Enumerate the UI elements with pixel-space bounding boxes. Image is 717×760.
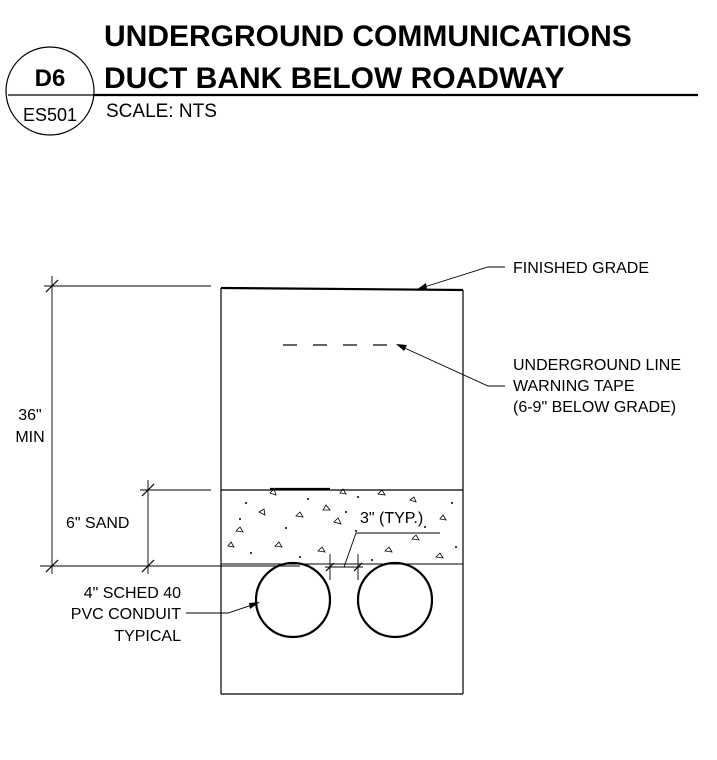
depth-dimension-36: 36" MIN [15, 276, 300, 574]
title-line-1: UNDERGROUND COMMUNICATIONS [104, 20, 632, 53]
title-line-2: DUCT BANK BELOW ROADWAY [104, 62, 565, 95]
sheet-number: ES501 [23, 105, 77, 125]
detail-bubble [5, 46, 95, 136]
sand-aggregate [227, 488, 457, 561]
warning-tape-line-2: WARNING TAPE [513, 378, 635, 395]
trench [220, 286, 464, 695]
depth-min-label: MIN [15, 429, 44, 446]
finished-grade-line [220, 286, 464, 292]
conduit-line-1: 4" SCHED 40 [84, 585, 181, 602]
conduit-right [356, 561, 434, 639]
conduit-line-3: TYPICAL [114, 628, 181, 645]
warning-tape-line-1: UNDERGROUND LINE [513, 357, 681, 374]
sand-dimension-6: 6" SAND [66, 480, 211, 574]
scale-label: SCALE: NTS [106, 101, 217, 122]
conduit-callout: 4" SCHED 40 PVC CONDUIT TYPICAL [71, 585, 260, 645]
warning-tape-line-3: (6-9" BELOW GRADE) [513, 399, 676, 416]
title-block: D6 ES501 UNDERGROUND COMMUNICATIONS DUCT… [5, 20, 698, 136]
finished-grade-label: FINISHED GRADE [513, 260, 649, 277]
warning-tape-callout: UNDERGROUND LINE WARNING TAPE (6-9" BELO… [396, 344, 681, 416]
depth-36-label: 36" [18, 407, 41, 424]
conduit-line-2: PVC CONDUIT [71, 606, 181, 623]
finished-grade-callout: FINISHED GRADE [416, 260, 649, 290]
conduits [254, 561, 434, 639]
sand-label: 6" SAND [66, 515, 129, 532]
spacing-label: 3" (TYP.) [360, 510, 423, 527]
detail-id: D6 [35, 65, 66, 92]
conduit-left [254, 561, 332, 639]
spacing-dimension: 3" (TYP.) [325, 510, 440, 580]
